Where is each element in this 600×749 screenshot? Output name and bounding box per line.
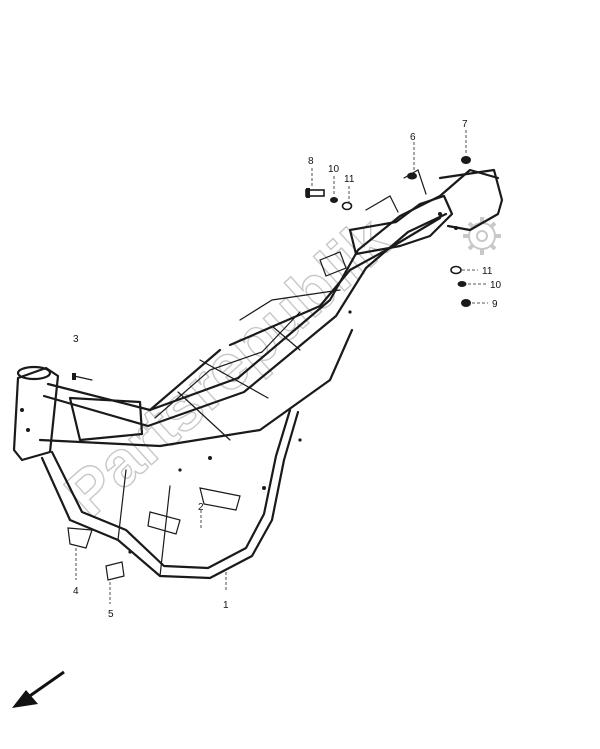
motorcycle-frame bbox=[12, 168, 504, 581]
callout-1: 1 bbox=[223, 600, 229, 611]
bolt-part-3 bbox=[72, 373, 93, 381]
callout-8: 8 bbox=[308, 156, 314, 167]
nut-part-11-lower bbox=[450, 265, 462, 275]
damper-part-6 bbox=[407, 172, 417, 180]
callout-2: 2 bbox=[198, 502, 204, 513]
callout-10-lower: 10 bbox=[490, 280, 502, 291]
callouts: 1 2 3 4 5 6 7 8 9 10 10 11 11 bbox=[73, 119, 502, 620]
nut-part-11-upper bbox=[341, 201, 353, 211]
washer-part-10-lower bbox=[457, 281, 467, 287]
bolt-part-8 bbox=[305, 188, 325, 198]
bolt-part-9 bbox=[461, 299, 471, 307]
gear-icon bbox=[463, 217, 501, 255]
callout-11-upper: 11 bbox=[344, 174, 355, 185]
callout-3: 3 bbox=[73, 334, 79, 345]
callout-11-lower: 11 bbox=[482, 266, 493, 277]
callout-4: 4 bbox=[73, 586, 79, 597]
callout-6: 6 bbox=[410, 132, 416, 143]
leader-lines bbox=[75, 130, 488, 604]
callout-9: 9 bbox=[492, 299, 498, 310]
washer-part-10-upper bbox=[330, 197, 338, 203]
callout-10-upper: 10 bbox=[328, 164, 340, 175]
callout-7: 7 bbox=[462, 119, 468, 130]
arrow-down-left-icon bbox=[12, 670, 65, 708]
callout-5: 5 bbox=[108, 609, 114, 620]
damper-part-7 bbox=[461, 156, 471, 164]
watermark-text: Partsrepublik bbox=[51, 203, 403, 530]
